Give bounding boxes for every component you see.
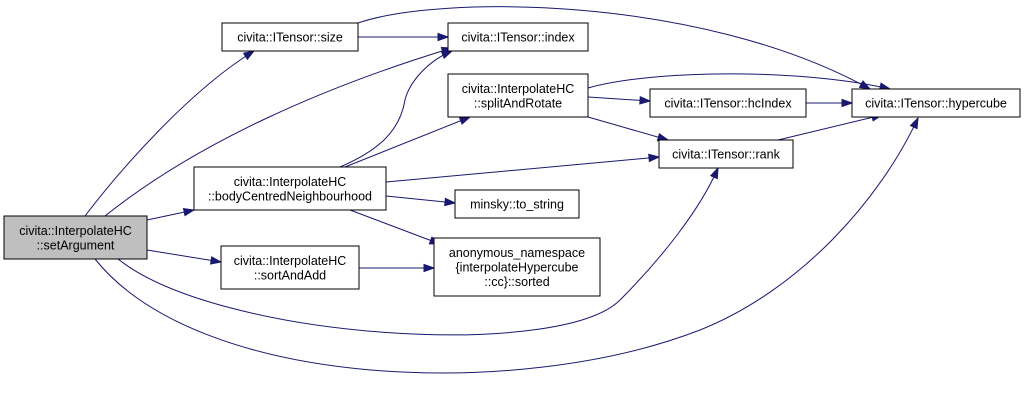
node-splitAndRotate[interactable]: civita::InterpolateHC::splitAndRotate xyxy=(447,73,589,118)
edge-size-to-index-arrowhead xyxy=(437,32,450,42)
node-hcIndex[interactable]: civita::ITensor::hcIndex xyxy=(649,88,807,118)
edges-layer xyxy=(84,6,919,374)
edge-setArgument-to-rank-arrowhead xyxy=(709,166,719,180)
edge-hcIndex-to-hypercube xyxy=(806,98,854,108)
node-bodyCentred-label-line-0: civita::InterpolateHC xyxy=(234,175,347,189)
node-sortAndAdd-label-line-0: civita::InterpolateHC xyxy=(234,254,347,268)
edge-splitAndRotate-to-hypercube-line xyxy=(587,73,891,90)
edge-sortAndAdd-to-sorted xyxy=(359,263,436,273)
node-sorted-label-line-2: ::cc}::sorted xyxy=(484,275,549,289)
edge-size-to-index xyxy=(358,32,450,42)
node-to_string-box xyxy=(454,189,580,219)
edge-size-to-hypercube xyxy=(357,6,872,90)
edge-bodyCentred-to-splitAndRotate-line xyxy=(344,116,471,168)
edge-hcIndex-to-hypercube-arrowhead xyxy=(841,98,854,108)
node-splitAndRotate-label-line-1: ::splitAndRotate xyxy=(474,96,562,110)
node-bodyCentred-label-line-1: ::bodyCentredNeighbourhood xyxy=(208,189,372,203)
edge-setArgument-to-rank-line xyxy=(117,167,719,336)
edge-bodyCentred-to-rank-line xyxy=(385,156,660,183)
node-setArgument-label-line-1: ::setArgument xyxy=(37,238,115,252)
node-rank-box xyxy=(658,139,794,169)
edge-setArgument-to-rank xyxy=(117,166,719,336)
node-setArgument[interactable]: civita::InterpolateHC::setArgument xyxy=(3,215,148,260)
node-size[interactable]: civita::ITensor::size xyxy=(221,22,359,52)
edge-bodyCentred-to-to_string xyxy=(385,195,457,207)
node-rank-label-line-0: civita::ITensor::rank xyxy=(672,148,780,162)
node-index-box xyxy=(447,22,589,52)
edge-splitAndRotate-to-hcIndex-arrowhead xyxy=(639,96,652,105)
node-sortAndAdd-box xyxy=(220,245,360,290)
node-setArgument-label-line-0: civita::InterpolateHC xyxy=(19,224,132,238)
node-hypercube[interactable]: civita::ITensor::hypercube xyxy=(851,88,1021,118)
edge-bodyCentred-to-splitAndRotate xyxy=(344,116,472,168)
edge-bodyCentred-to-to_string-arrowhead xyxy=(444,197,457,207)
nodes-layer: civita::InterpolateHC::setArgumentcivita… xyxy=(3,22,1021,297)
edge-bodyCentred-to-splitAndRotate-arrowhead xyxy=(458,116,472,125)
edge-bodyCentred-to-rank-arrowhead xyxy=(648,153,661,163)
node-sorted-label-line-1: {interpolateHypercube xyxy=(456,261,579,275)
node-sorted-box xyxy=(433,237,601,297)
node-size-box xyxy=(221,22,359,52)
node-index-label-line-0: civita::ITensor::index xyxy=(461,31,575,45)
node-hypercube-box xyxy=(851,88,1021,118)
node-rank[interactable]: civita::ITensor::rank xyxy=(658,139,794,169)
edge-setArgument-to-size-arrowhead xyxy=(242,50,256,61)
edge-size-to-hypercube-line xyxy=(357,6,871,90)
node-sorted-label-line-0: anonymous_namespace xyxy=(449,246,585,260)
edge-setArgument-to-sortAndAdd-arrowhead xyxy=(209,256,223,265)
edge-setArgument-to-bodyCentred xyxy=(146,207,196,221)
edge-bodyCentred-to-sorted xyxy=(349,209,442,245)
node-hcIndex-label-line-0: civita::ITensor::hcIndex xyxy=(664,97,792,111)
node-splitAndRotate-box xyxy=(447,73,589,118)
node-size-label-line-0: civita::ITensor::size xyxy=(237,31,343,45)
node-bodyCentred[interactable]: civita::InterpolateHC::bodyCentredNeighb… xyxy=(193,166,387,211)
edge-splitAndRotate-to-hcIndex xyxy=(587,96,652,105)
edge-setArgument-to-index-line xyxy=(104,47,453,217)
node-sortAndAdd[interactable]: civita::InterpolateHC::sortAndAdd xyxy=(220,245,360,290)
node-hcIndex-box xyxy=(649,88,807,118)
edge-setArgument-to-size xyxy=(84,50,256,217)
edge-bodyCentred-to-index-line xyxy=(339,50,453,168)
node-setArgument-box xyxy=(3,215,148,260)
edge-sortAndAdd-to-sorted-arrowhead xyxy=(423,263,436,273)
edge-setArgument-to-bodyCentred-arrowhead xyxy=(182,207,196,217)
edge-setArgument-to-sortAndAdd-line xyxy=(146,249,222,263)
edge-bodyCentred-to-to_string-line xyxy=(385,195,456,204)
node-splitAndRotate-label-line-0: civita::InterpolateHC xyxy=(462,82,575,96)
node-sortAndAdd-label-line-1: ::sortAndAdd xyxy=(254,268,326,282)
edge-bodyCentred-to-sorted-line xyxy=(349,209,441,245)
edge-bodyCentred-to-index-arrowhead xyxy=(440,50,454,60)
node-to_string-label-line-0: minsky::to_string xyxy=(470,198,564,212)
edge-setArgument-to-hypercube-line xyxy=(94,117,919,374)
edge-rank-to-hypercube xyxy=(777,113,884,141)
edge-bodyCentred-to-index xyxy=(339,50,454,168)
edge-bodyCentred-to-rank xyxy=(385,153,661,183)
edge-rank-to-hypercube-line xyxy=(777,114,883,141)
edge-setArgument-to-size-line xyxy=(84,50,255,217)
node-hypercube-label-line-0: civita::ITensor::hypercube xyxy=(865,97,1007,111)
edge-setArgument-to-hypercube xyxy=(94,116,919,374)
edge-splitAndRotate-to-rank-line xyxy=(587,116,669,141)
edge-setArgument-to-hypercube-arrowhead xyxy=(909,116,919,130)
edge-splitAndRotate-to-rank xyxy=(587,116,670,142)
edge-setArgument-to-sortAndAdd xyxy=(146,249,223,265)
node-index[interactable]: civita::ITensor::index xyxy=(447,22,589,52)
node-to_string[interactable]: minsky::to_string xyxy=(454,189,580,219)
node-bodyCentred-box xyxy=(193,166,387,211)
node-sorted[interactable]: anonymous_namespace{interpolateHypercube… xyxy=(433,237,601,297)
